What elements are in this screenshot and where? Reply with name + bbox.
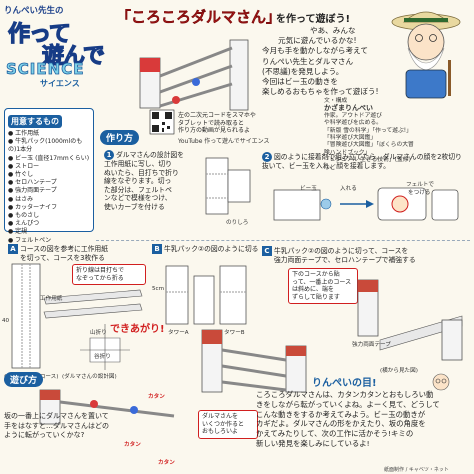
author-bio-line: 「冒険遊び大図鑑」「ぼくらの大冒険ハンドブック」	[324, 142, 414, 156]
sound-effect: カタン	[124, 442, 141, 448]
youtube-label: YouTube 作って遊んでサイエンス	[178, 138, 270, 145]
materials-item: ● 定規	[8, 228, 28, 236]
materials-item: ● 竹ぐし	[8, 171, 34, 179]
side-view-label: (横から見た図)	[380, 368, 418, 374]
howto-ribbon: 作り方	[100, 130, 140, 145]
section-divider	[96, 240, 470, 241]
materials-item: ● ものさし	[8, 212, 40, 220]
intro-line: 今月も手を動かしながら考えて	[262, 46, 368, 56]
title-main: 「ころころダルマさん」	[116, 8, 282, 26]
author-role: 文・構成	[324, 98, 348, 104]
logo-science: SCIENCE	[6, 60, 85, 79]
materials-item: ● フェルトペン	[8, 236, 52, 244]
materials-box: 用意するもの ● 工作用紙 ● 牛乳パック(1000mlのもの)1本分 ● ビー…	[4, 108, 94, 244]
fold-hint: 折り線は目打ちでなぞってから折る	[72, 264, 146, 286]
paper-label: 工作用紙	[40, 296, 63, 302]
materials-item: ● ビー玉 (直径17mmくらい)	[8, 154, 90, 162]
rinpei-eye-text: ころころダルマさんは、カタンカタンとおもしろい動 きをしながら転がっていくよね。…	[256, 390, 440, 448]
mountain-fold-label: 山折り	[90, 330, 107, 336]
intro-text: やあ、みんな 元気に遊んでいるかな! 今月も手を動かしながら考えて りんぺい先生…	[262, 26, 382, 97]
sound-effect: カタン	[148, 394, 165, 400]
author-name: かざまりんぺい	[324, 104, 373, 113]
series-label: りんぺい先生の	[4, 6, 64, 16]
stepC-illustration	[357, 279, 463, 361]
finished-label: できあがり!	[110, 324, 165, 335]
tower-a-label: タワーA	[168, 330, 189, 336]
daruma-design-caption: (ダルマさんの設計図)	[62, 374, 117, 380]
author-bio-line: 作家。アウトドア遊び	[324, 112, 382, 119]
marble-label: ビー玉	[300, 186, 317, 192]
step-number-2: 2	[262, 152, 272, 162]
intro-line: 元気に遊んでいるかな!	[278, 36, 357, 46]
author-bio-line: や科学遊びを広める。	[324, 120, 382, 127]
insert-label: 入れる	[340, 186, 357, 192]
credit: 紙面制作 / キャベツ・ネット	[384, 467, 449, 473]
logo-line1: 作って	[7, 21, 71, 47]
materials-item: ● 強力両面テープ	[8, 187, 57, 195]
play-ribbon: 遊び方	[4, 372, 44, 387]
step-letter-C: C	[262, 246, 272, 256]
logo-line2: 遊んで	[41, 43, 105, 69]
materials-item: ● ストロー	[8, 162, 40, 170]
play-text: 坂の一番上にダルマさんを置いて 手をはなすと…ダルマさんはどの ように転がってい…	[4, 412, 109, 440]
qr-caption: 左の二次元コードをスマホや タブレットで読み取ると 作り方の動画が見られるよ	[178, 112, 256, 135]
page-title: 「ころころダルマさん」 を作って遊ぼう!	[116, 6, 351, 28]
felt-label2: をつける	[408, 190, 431, 196]
finished-model	[201, 329, 307, 393]
intro-line: やあ、みんな	[310, 26, 356, 35]
materials-item: ● 工作用紙	[8, 130, 40, 137]
rinpei-character	[391, 11, 461, 99]
intro-line: りんぺい先生とダルマさん	[262, 56, 354, 66]
author-bio-line: 「ビジュアル 生きる技術」(監修)など	[324, 157, 411, 171]
step-letter-B: B	[152, 244, 162, 254]
dim-40-label: 40	[2, 318, 10, 324]
intro-line: 楽しめるおもちゃを作って遊ぼう!	[262, 87, 379, 97]
play-illustration	[39, 389, 175, 425]
author-bio-line: 「新版 雪の科学」「作って遊ぶ!」「科学遊び大図鑑」	[324, 127, 412, 142]
logo-science-kana: サイエンス	[40, 79, 80, 88]
tower-drawing	[165, 265, 247, 325]
step-letter-A: A	[8, 244, 18, 254]
play-balloon: ダルマさんを いくつか作ると おもしろいよ	[198, 410, 258, 439]
glue-label: のりしろ	[226, 220, 249, 226]
tower-b-label: タワーB	[224, 330, 245, 336]
author-box: 文・構成 かざまりんぺい 作家。アウトドア遊び や科学遊びを広める。 「新版 雪…	[324, 98, 414, 172]
course-note: 下のコースから貼 って、一番上のコース は斜めに、端を ずらして貼ります	[288, 268, 358, 305]
rinpei-mini-icon	[432, 373, 450, 391]
valley-fold-label: 谷折り	[94, 354, 111, 360]
width-label: 5cm	[152, 286, 165, 292]
course-drawing	[11, 263, 143, 370]
materials-item: ● えんぴつ	[8, 220, 40, 228]
materials-list: ● 工作用紙 ● 牛乳パック(1000mlのもの)1本分 ● ビー玉 (直径17…	[5, 130, 93, 245]
materials-heading: 用意するもの	[8, 115, 62, 128]
rinpei-eye-title: りんぺいの目!	[312, 378, 377, 389]
step-number-1: 1	[104, 150, 114, 160]
step1-illustration	[205, 157, 251, 215]
logo: 作って 遊んで SCIENCE サイエンス	[4, 16, 122, 88]
sound-effect: カタン	[158, 460, 175, 466]
materials-item: ● はさみ	[8, 195, 34, 203]
intro-line: (不思議)を発見しよう。	[262, 66, 344, 76]
materials-item: ● カッターナイフ	[8, 203, 58, 211]
qr-code	[149, 109, 175, 135]
title-illustration	[139, 39, 249, 111]
step2-illustration	[273, 187, 459, 221]
materials-item: ● セロハンテープ	[8, 179, 57, 187]
intro-line: 今回はビー玉の動きを	[262, 77, 338, 87]
felt-label: フェルトで	[406, 182, 434, 188]
title-suffix: を作って遊ぼう!	[276, 14, 351, 25]
tape-label: 強力両面テープ	[352, 342, 391, 348]
materials-item: ● 牛乳パック(1000mlのもの)1本分	[8, 138, 83, 154]
